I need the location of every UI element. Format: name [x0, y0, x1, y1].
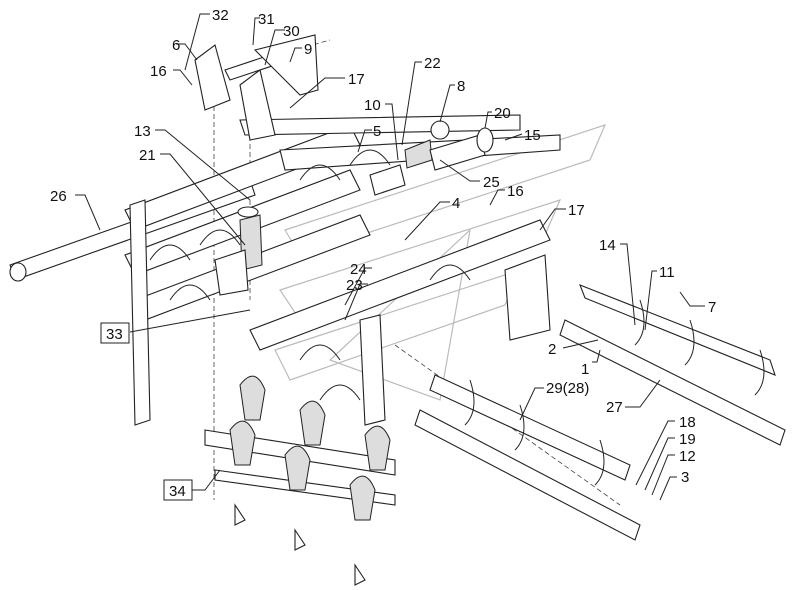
callout-31: 31: [258, 11, 275, 28]
callout-23: 23: [346, 277, 363, 294]
callout-17b: 17: [568, 202, 585, 219]
callout-15: 15: [524, 127, 541, 144]
callout-17: 17: [348, 71, 365, 88]
callout-33: 33: [106, 326, 123, 343]
callout-8: 8: [457, 78, 465, 95]
harrow-rake: [414, 284, 786, 541]
callout-labels: 32 31 6 30 9 16 17 22 8 10 20 5 15 13 21…: [50, 7, 716, 501]
callout-18: 18: [679, 414, 696, 431]
callout-11: 11: [659, 264, 675, 281]
main-frame: [9, 114, 561, 426]
callout-5: 5: [373, 123, 381, 140]
callout-16b: 16: [507, 183, 524, 200]
roller-blades: [149, 149, 471, 401]
callout-7: 7: [708, 299, 716, 316]
callout-9: 9: [304, 41, 312, 58]
callout-21: 21: [139, 147, 156, 164]
tine-frame: [204, 375, 396, 586]
callout-22: 22: [424, 55, 441, 72]
callout-19: 19: [679, 431, 696, 448]
callout-14: 14: [599, 237, 616, 254]
callout-29-28: 29(28): [546, 380, 589, 397]
callout-10: 10: [364, 97, 381, 114]
callout-25: 25: [483, 174, 500, 191]
callout-1: 1: [581, 361, 589, 378]
callout-34-box: [163, 479, 193, 501]
callout-13: 13: [134, 123, 151, 140]
top-brackets: [194, 34, 319, 141]
callout-26: 26: [50, 188, 67, 205]
callout-2: 2: [548, 341, 556, 358]
callout-16: 16: [150, 63, 167, 80]
callout-34: 34: [169, 483, 186, 500]
callout-27: 27: [606, 399, 623, 416]
callout-12: 12: [679, 448, 696, 465]
callout-4: 4: [452, 195, 460, 212]
callout-3: 3: [681, 469, 689, 486]
callout-32: 32: [212, 7, 229, 24]
callout-6: 6: [172, 37, 180, 54]
callout-20: 20: [494, 105, 511, 122]
leader-lines: [75, 13, 705, 501]
callout-30: 30: [283, 23, 300, 40]
callout-24: 24: [350, 261, 367, 278]
callout-33-box: [100, 322, 130, 344]
